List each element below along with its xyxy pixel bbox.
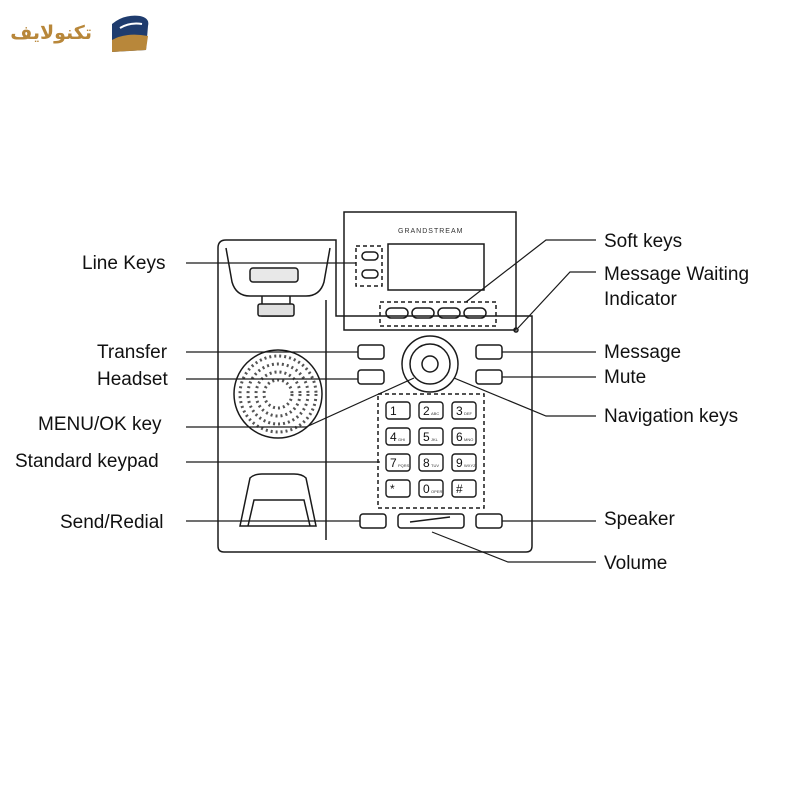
keypad-key-letters: WXYZ (464, 463, 476, 468)
label-transfer: Transfer (97, 342, 168, 363)
label-send-redial: Send/Redial (60, 512, 164, 533)
display-unit (343, 211, 517, 331)
keypad-key-digit: 7 (390, 456, 397, 470)
technolife-logo: تکنولایف (10, 10, 152, 58)
keypad-key-letters: MNO (464, 437, 473, 442)
brand-text: GRANDSTREAM (398, 228, 463, 235)
label-soft-keys: Soft keys (604, 231, 682, 252)
label-mute: Mute (604, 367, 646, 388)
label-volume: Volume (604, 553, 667, 574)
keypad-key-#: # (451, 479, 477, 498)
keypad-key-letters: PQRS (398, 463, 410, 468)
keypad-key-digit: 4 (390, 430, 397, 444)
keypad-key-letters: JKL (431, 437, 439, 442)
keypad-key-letters: DEF (464, 411, 473, 416)
handset-rest (239, 473, 317, 527)
label-standard-keypad: Standard keypad (15, 451, 159, 472)
keypad-key-digit: 9 (456, 456, 463, 470)
speaker-grille (233, 349, 323, 439)
keypad-key-digit: 8 (423, 456, 430, 470)
keypad-key-1: 1 (385, 401, 411, 420)
label-menu-ok: MENU/OK key (38, 414, 162, 435)
navigation-cluster (401, 335, 459, 393)
label-mwi-line1: Message Waiting (604, 264, 749, 285)
label-mwi-line2: Indicator (604, 289, 678, 310)
keypad-key-digit: * (390, 482, 395, 496)
label-headset: Headset (97, 369, 168, 390)
keypad-key-letters: TUV (431, 463, 439, 468)
keypad-key-letters: GHI (398, 437, 405, 442)
logo-mark-icon (112, 15, 149, 52)
label-line-keys: Line Keys (82, 253, 165, 274)
label-navigation-keys: Navigation keys (604, 406, 738, 427)
keypad-key-letters: OPER (431, 489, 442, 494)
keypad-key-digit: 2 (423, 404, 430, 418)
keypad-key-digit: # (456, 482, 463, 496)
keypad-key-letters: ABC (431, 411, 439, 416)
keypad-key-digit: 1 (390, 404, 397, 418)
keypad-key-*: * (385, 479, 411, 498)
keypad-key-digit: 5 (423, 430, 430, 444)
keypad-key-digit: 6 (456, 430, 463, 444)
keypad-key-digit: 0 (423, 482, 430, 496)
phone-base (217, 239, 533, 553)
label-speaker: Speaker (604, 509, 675, 530)
logo-text: تکنولایف (10, 22, 92, 44)
handset-cradle (225, 247, 331, 297)
lcd-screen (387, 243, 485, 291)
label-message: Message (604, 342, 681, 363)
keypad-key-digit: 3 (456, 404, 463, 418)
